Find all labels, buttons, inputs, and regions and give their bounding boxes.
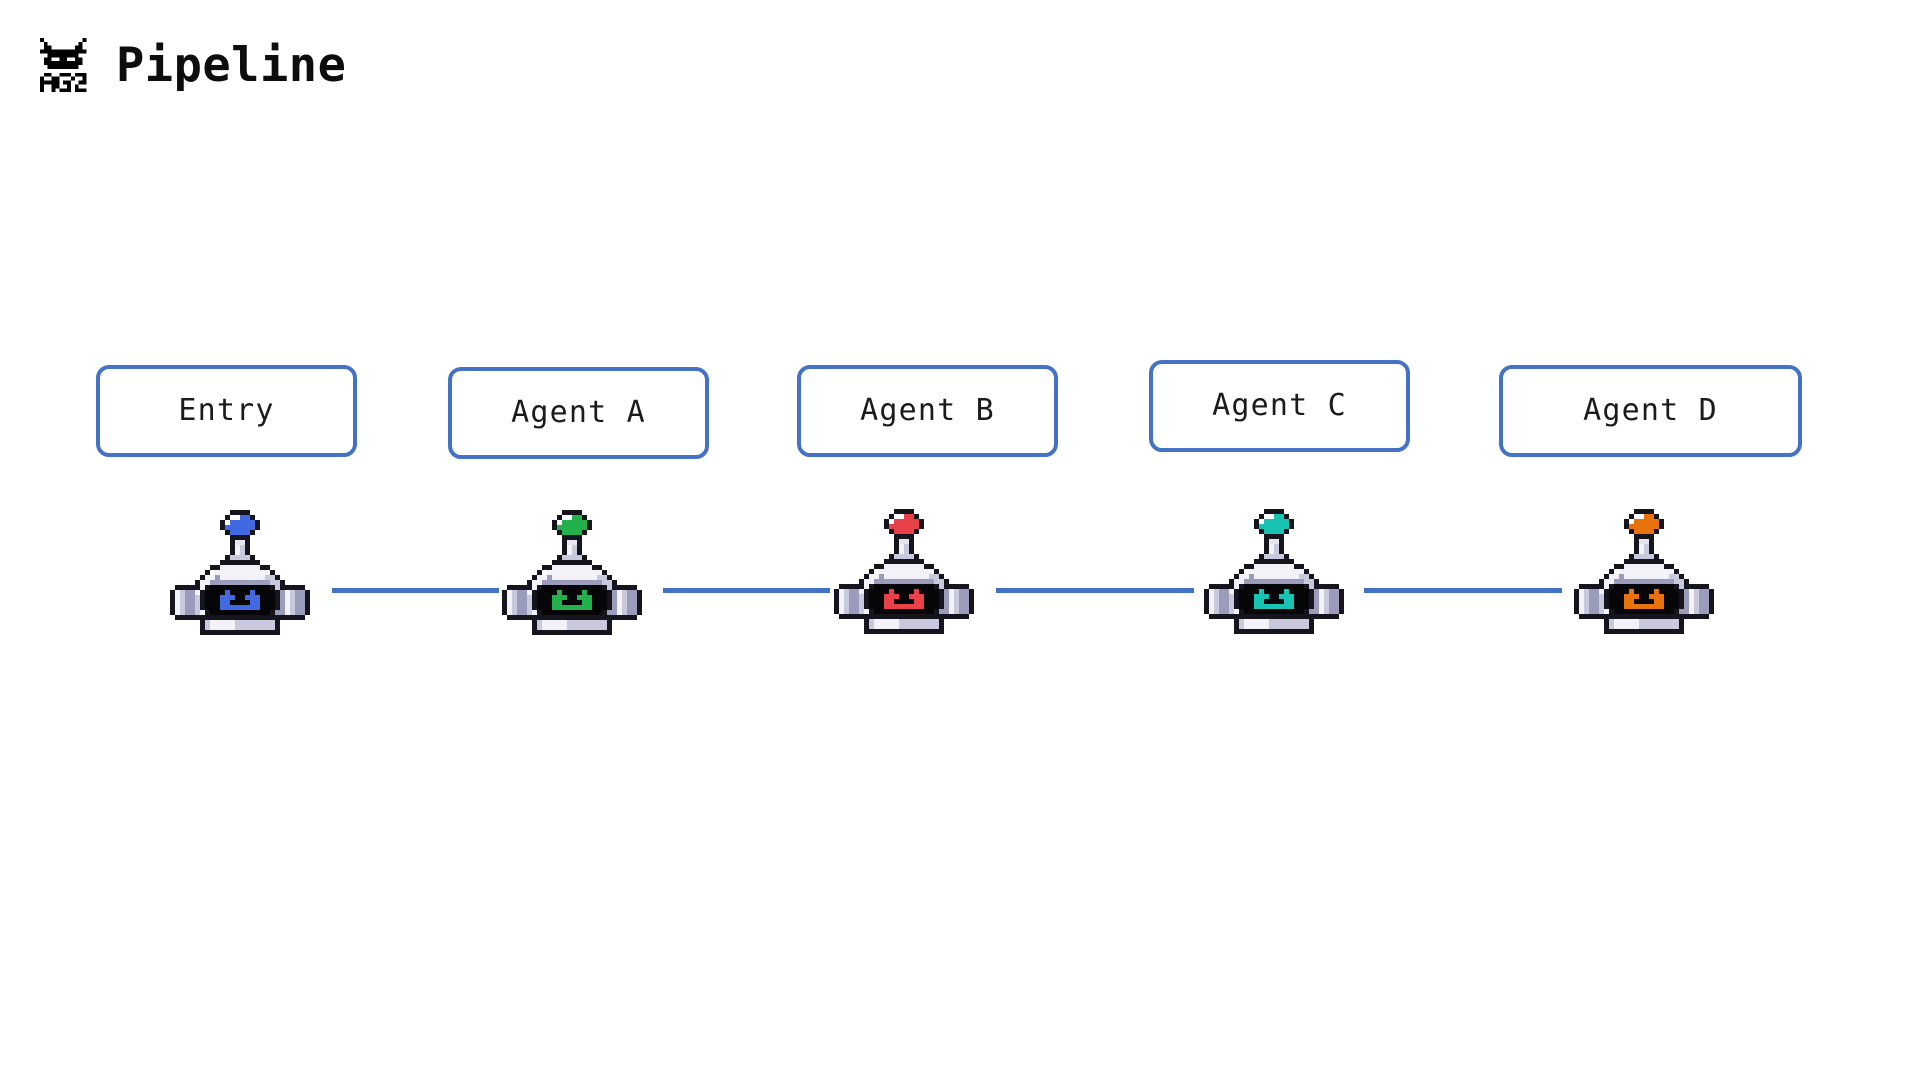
- pipeline-edge: [996, 588, 1194, 593]
- page-title: Pipeline: [116, 37, 347, 93]
- ag2-robot-logo-icon: [39, 37, 87, 93]
- pipeline-edge: [663, 588, 830, 593]
- node-label: Agent A: [511, 395, 646, 430]
- node-box-agent-d[interactable]: Agent D: [1499, 365, 1802, 457]
- pipeline-edge: [332, 588, 499, 593]
- node-label: Entry: [178, 393, 275, 428]
- node-label: Agent D: [1583, 393, 1718, 428]
- robot-avatar-teal-icon: [1194, 504, 1354, 664]
- robot-avatar-red-icon: [824, 504, 984, 664]
- robot-avatar-green-icon: [492, 505, 652, 665]
- node-box-agent-b[interactable]: Agent B: [797, 365, 1058, 457]
- node-label: Agent B: [860, 393, 995, 428]
- robot-avatar-blue-icon: [160, 505, 320, 665]
- node-label: Agent C: [1212, 388, 1347, 423]
- robot-avatar-orange-icon: [1564, 504, 1724, 664]
- node-box-entry[interactable]: Entry: [96, 365, 357, 457]
- node-box-agent-c[interactable]: Agent C: [1149, 360, 1410, 452]
- node-box-agent-a[interactable]: Agent A: [448, 367, 709, 459]
- page-header: Pipeline: [36, 34, 346, 96]
- pipeline-edge: [1364, 588, 1562, 593]
